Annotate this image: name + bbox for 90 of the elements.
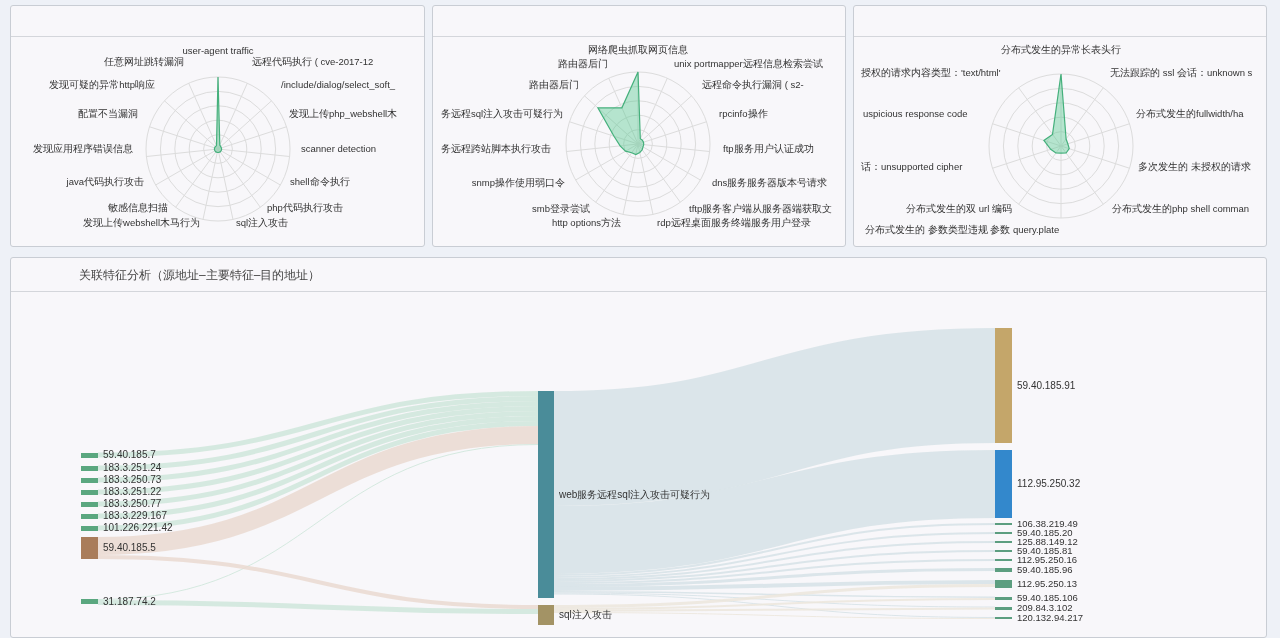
axis-label: 敏感信息扫描 xyxy=(108,202,168,214)
sankey-flow xyxy=(553,550,996,582)
axis-label: 分布式发生的异常长表头行 xyxy=(1001,44,1121,56)
ip-label: 183.3.251.24 xyxy=(103,463,162,473)
sankey-flow xyxy=(97,406,539,495)
sankey-flow xyxy=(97,555,539,609)
sankey-flow xyxy=(97,444,539,600)
sankey-flow xyxy=(552,328,997,506)
axis-label: 发现可疑的异常http响应 xyxy=(49,79,155,91)
ip-label: 59.40.185.96 xyxy=(1017,565,1073,575)
ip-label: 59.40.185.7 xyxy=(103,450,156,460)
sankey-flow xyxy=(97,411,539,507)
sankey-flow xyxy=(97,391,539,458)
axis-label: 路由器后门 xyxy=(529,79,579,91)
sankey-flow xyxy=(97,401,539,483)
axis-label: ftp服务用户认证成功 xyxy=(723,143,814,155)
axis-label: 话：unsupported cipher xyxy=(861,161,963,173)
axis-label: dns服务服务器版本号请求 xyxy=(712,177,828,189)
axis-label: uspicious response code xyxy=(863,108,968,120)
ip-label: 183.3.250.73 xyxy=(103,475,162,485)
axis-label: 远程命令执行漏洞 ( s2- xyxy=(702,79,804,91)
axis-label: 远程代码执行 ( cve-2017-12 xyxy=(252,56,374,68)
ip-label: 120.132.94.217 xyxy=(1017,613,1084,623)
sankey-flow xyxy=(553,559,996,584)
sankey-flow xyxy=(553,591,996,598)
ip-label: 106.38.219.49 xyxy=(1017,519,1078,529)
axis-label: 授权的请求内容类型：'text/html' xyxy=(861,67,1001,79)
axis-label: java代码执行攻击 xyxy=(66,176,144,188)
ip-label: 59.40.185.20 xyxy=(1017,528,1073,538)
axis-label: shell命令执行 xyxy=(290,176,350,188)
sankey-flow xyxy=(98,600,538,614)
sankey-flow xyxy=(554,580,995,591)
sankey-flow xyxy=(553,598,996,610)
sankey-flow xyxy=(553,593,996,618)
ip-label: 59.40.185.81 xyxy=(1017,546,1073,556)
axis-label: 路由器后门 xyxy=(558,58,608,70)
ip-label: 183.3.250.77 xyxy=(103,499,162,509)
axis-label: 发现应用程序错误信息 xyxy=(33,143,133,155)
ip-label: 209.84.3.102 xyxy=(1017,603,1073,613)
axis-label: rdp远程桌面服务终端服务用户登录 xyxy=(657,217,811,229)
axis-label: 务远程sql注入攻击可疑行为 xyxy=(441,108,564,120)
axis-label: 多次发生的 未授权的请求 xyxy=(1138,161,1251,173)
axis-label: 发现上传php_webshell木 xyxy=(289,108,398,120)
sankey-flow xyxy=(97,396,539,471)
sankey-flow xyxy=(553,532,996,578)
sankey-flow xyxy=(554,584,995,608)
ip-label: 31.187.74.2 xyxy=(103,596,156,607)
ip-label: 59.40.185.106 xyxy=(1017,593,1078,603)
axis-label: /include/dialog/select_soft_ xyxy=(281,79,396,91)
ip-label: 112.95.250.13 xyxy=(1017,579,1078,589)
panel-title: 关联特征分析（源地址–主要特征–目的地址） xyxy=(79,267,321,284)
axis-label: 分布式发生的双 url 编码 xyxy=(906,203,1012,215)
sankey-flow xyxy=(553,541,996,580)
feature-label: sql注入攻击 xyxy=(559,610,612,620)
axis-label: 配置不当漏洞 xyxy=(78,108,138,120)
axis-label: 务远程跨站脚本执行攻击 xyxy=(441,143,551,155)
sankey-flow xyxy=(554,568,995,587)
chart-panel xyxy=(10,257,1267,638)
axis-label: scanner detection xyxy=(301,143,376,155)
sankey-flow xyxy=(553,523,996,576)
axis-label: sql注入攻击 xyxy=(236,217,289,229)
ip-label: 59.40.185.91 xyxy=(1017,380,1076,391)
axis-label: 网络爬虫抓取网页信息 xyxy=(588,44,688,56)
ip-label: 59.40.185.5 xyxy=(103,543,156,553)
axis-label: 发现上传webshell木马行为 xyxy=(83,217,200,229)
sankey-flow xyxy=(553,607,996,612)
sankey-flow xyxy=(553,450,996,574)
axis-label: 分布式发生的fullwidth/ha xyxy=(1136,108,1244,120)
ip-label: 112.95.250.32 xyxy=(1017,479,1081,489)
feature-label: web服务远程sql注入攻击可疑行为 xyxy=(559,489,711,500)
ip-label: 101.226.221.42 xyxy=(103,523,173,533)
axis-label: php代码执行攻击 xyxy=(267,202,343,214)
sankey-flow xyxy=(553,612,996,619)
axis-label: 分布式发生的 参数类型违规 参数 query.plate xyxy=(865,224,1060,236)
axis-label: 任意网址跳转漏洞 xyxy=(104,56,184,68)
axis-label: snmp操作使用弱口令 xyxy=(471,177,565,189)
axis-label: rpcinfo操作 xyxy=(719,108,768,120)
ip-label: 183.3.251.22 xyxy=(103,487,162,497)
axis-label: user-agent traffic xyxy=(182,45,254,57)
ip-label: 125.88.149.12 xyxy=(1017,537,1078,547)
axis-label: tftp服务客户端从服务器端获取文 xyxy=(689,203,833,215)
axis-label: 无法跟踪的 ssl 会话：unknown s xyxy=(1110,67,1253,79)
axis-label: unix portmapper远程信息检索尝试 xyxy=(674,58,823,70)
axis-label: 分布式发生的php shell comman xyxy=(1112,203,1250,215)
axis-label: http options方法 xyxy=(551,217,621,229)
axis-label: smb登录尝试 xyxy=(532,203,590,215)
ip-label: 183.3.229.167 xyxy=(103,511,167,521)
sankey-flow xyxy=(97,426,539,555)
ip-label: 112.95.250.16 xyxy=(1017,555,1078,565)
sankey-flow xyxy=(553,592,996,608)
